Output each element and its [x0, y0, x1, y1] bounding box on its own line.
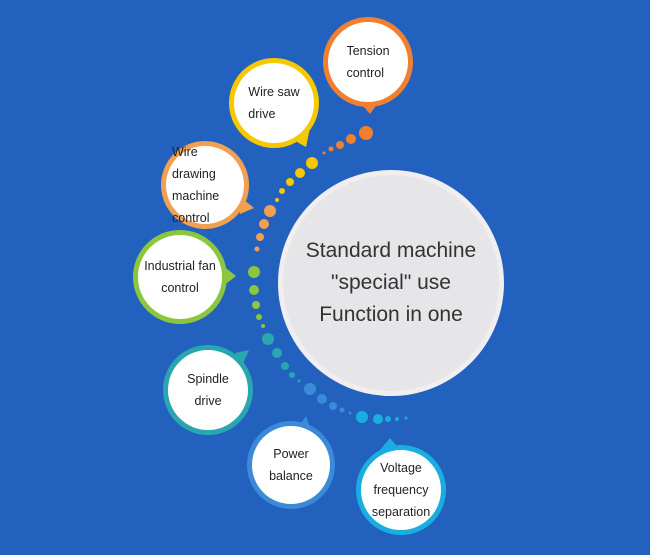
bubble-label-line: separation: [371, 505, 431, 519]
feature-bubble: Industrial fan control: [133, 230, 227, 324]
feature-bubble: Power balance: [247, 421, 335, 509]
connector-dot: [289, 372, 295, 378]
connector-dot: [259, 219, 269, 229]
connector-dot: [328, 146, 334, 152]
connector-dot: [356, 411, 368, 423]
bubble-label-line: control: [346, 66, 384, 80]
connector-dot: [304, 383, 316, 395]
connector-dot: [395, 417, 399, 421]
bubble-tail: [235, 350, 249, 364]
connector-dot: [297, 379, 301, 383]
connector-dot: [248, 266, 260, 278]
connector-dot: [359, 126, 373, 140]
connector-dot: [329, 402, 337, 410]
center-line: Function in one: [319, 303, 463, 326]
connector-dot: [272, 348, 282, 358]
connector-dot: [286, 178, 294, 186]
connector-dot: [261, 324, 265, 328]
connector-dot: [279, 188, 285, 194]
center-line: "special" use: [331, 271, 451, 294]
bubble-label-line: Wire saw: [248, 85, 300, 99]
feature-bubble: Tension control: [323, 17, 413, 107]
bubble-label-line: Industrial fan: [144, 259, 216, 273]
connector-dot: [256, 233, 264, 241]
connector-dot: [373, 414, 383, 424]
bubble-label-line: Power: [273, 447, 309, 461]
bubble-label-line: Tension: [346, 44, 390, 58]
connector-dot: [249, 285, 259, 295]
connector-dot: [275, 198, 279, 202]
connector-dot: [404, 416, 408, 420]
connector-dot: [264, 205, 276, 217]
feature-bubble: Voltage frequency separation: [356, 445, 446, 535]
connector-dot: [306, 157, 318, 169]
feature-bubble: Spindle drive: [163, 345, 253, 435]
connector-dot: [385, 416, 391, 422]
bubble-label-line: balance: [269, 469, 313, 483]
bubble-label-line: machine: [172, 189, 220, 203]
connector-dot: [256, 314, 262, 320]
bubble-label-line: Spindle drive: [187, 372, 229, 408]
connector-dot: [281, 362, 289, 370]
connector-dot: [322, 151, 326, 155]
connector-dot: [348, 411, 352, 415]
connector-dot: [317, 394, 327, 404]
connector-dot: [262, 333, 274, 345]
bubble-label-line: control: [161, 281, 199, 295]
bubble-label-line: frequency: [373, 483, 429, 497]
connector-dot: [336, 141, 344, 149]
connector-dot: [295, 168, 305, 178]
bubble-label-line: Wire drawing: [172, 145, 216, 181]
bubble-label-line: drive: [248, 107, 276, 121]
feature-bubble: Wire drawing machine control: [161, 141, 249, 229]
connector-dot: [254, 246, 260, 252]
feature-bubble: Wire saw drive: [229, 58, 319, 148]
connector-dot: [346, 134, 356, 144]
center-line: Standard machine: [305, 239, 477, 262]
bubble-label-line: Voltage: [380, 461, 422, 475]
connector-dot: [339, 407, 345, 413]
bubble-label-line: control: [172, 211, 210, 225]
connector-dot: [252, 301, 260, 309]
